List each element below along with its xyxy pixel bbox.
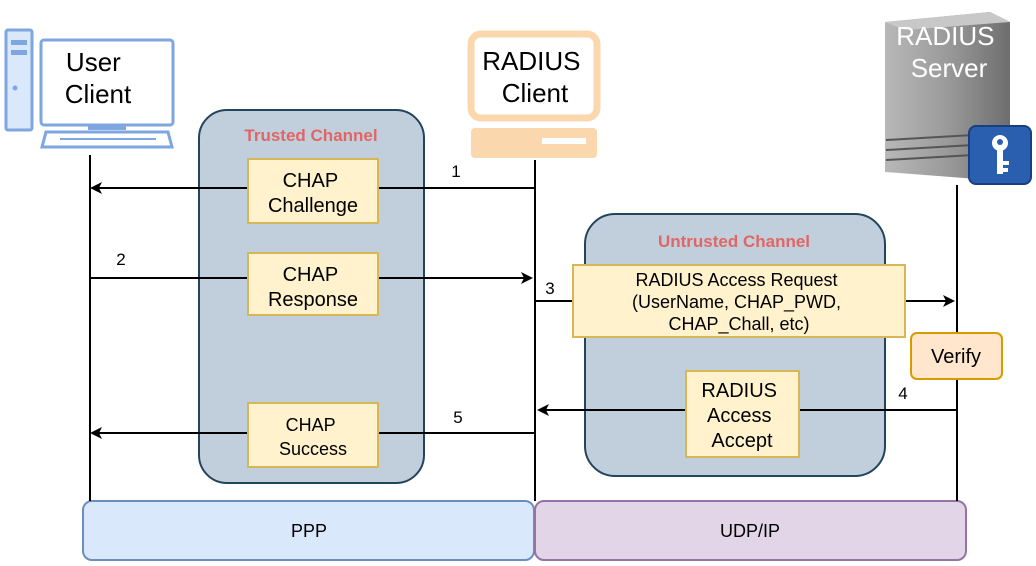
access-request-box xyxy=(572,264,906,338)
udp-ip-layer xyxy=(534,500,967,561)
verify-box xyxy=(910,332,1003,380)
chap-success-label: CHAP Success xyxy=(279,415,347,459)
chap-response-box xyxy=(247,252,379,316)
user-client-pc-icon xyxy=(4,28,175,149)
step-5: 5 xyxy=(453,408,462,427)
udp-ip-label: UDP/IP xyxy=(720,521,780,541)
ppp-label: PPP xyxy=(291,521,327,541)
radius-client-device-icon xyxy=(467,30,601,158)
key-icon xyxy=(968,125,1032,185)
step-3: 3 xyxy=(545,279,554,298)
verify-label: Verify xyxy=(931,346,981,368)
step-4: 4 xyxy=(898,384,907,403)
chap-challenge-label: CHAP Challenge xyxy=(268,170,358,217)
untrusted-channel-title: Untrusted Channel xyxy=(658,232,810,251)
access-accept-label: RADIUS Access Accept xyxy=(701,380,782,452)
chap-challenge-box xyxy=(247,158,379,224)
step-1: 1 xyxy=(451,162,460,181)
access-accept-box xyxy=(685,370,800,458)
access-request-label: RADIUS Access Request (UserName, CHAP_PW… xyxy=(632,270,846,335)
radius-server-label: RADIUS Server xyxy=(896,21,1001,83)
radius-client-label: RADIUS Client xyxy=(482,46,587,108)
trusted-channel-title: Trusted Channel xyxy=(244,126,377,145)
step-2: 2 xyxy=(116,250,125,269)
user-client-label: User Client xyxy=(65,47,132,109)
chap-response-label: CHAP Response xyxy=(268,264,358,311)
chap-success-box xyxy=(247,402,379,468)
